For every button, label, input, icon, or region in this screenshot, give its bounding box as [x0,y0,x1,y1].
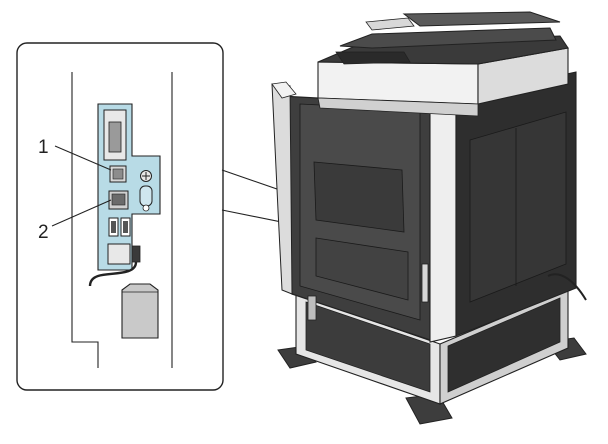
body-vent [307,295,317,321]
rear-cable [547,273,587,301]
panel-latch-dot [142,204,150,212]
feeder-tray-guide [365,17,415,31]
detail-inset: 1 2 [16,42,224,391]
output-tray [317,97,479,117]
front-door-handle [313,161,405,233]
lower-cover [315,237,409,301]
feeder-tray [402,11,561,27]
multifunction-printer [271,11,587,425]
bypass-tray [271,81,297,99]
usb-jack-a-inner [111,221,116,233]
document-feeder [339,27,557,49]
usb-port-inner [112,168,124,180]
lower-connector-plug [131,245,141,263]
side-grip [421,263,429,303]
callout-1-label: 1 [38,137,49,158]
callout-2-leader [51,199,112,227]
body-white-pillar [429,97,457,343]
side-panel-recess [469,111,567,303]
network-port-jack [111,193,126,206]
power-plug-cover [121,283,159,339]
inset-cable [88,261,138,287]
callout-1-leader [54,145,112,171]
panel-slot-inner [108,121,122,153]
usb-jack-b-inner [123,221,128,233]
body-left-edge [271,83,293,295]
cabinet-drawer [305,301,431,393]
inset-panel-edge-left [71,72,99,368]
scanner-body [317,61,479,105]
callout-2-label: 2 [38,222,49,243]
panel-latch [139,185,153,207]
control-panel [335,51,411,65]
lower-connector [107,243,131,265]
cabinet-rear-panel [447,297,561,393]
